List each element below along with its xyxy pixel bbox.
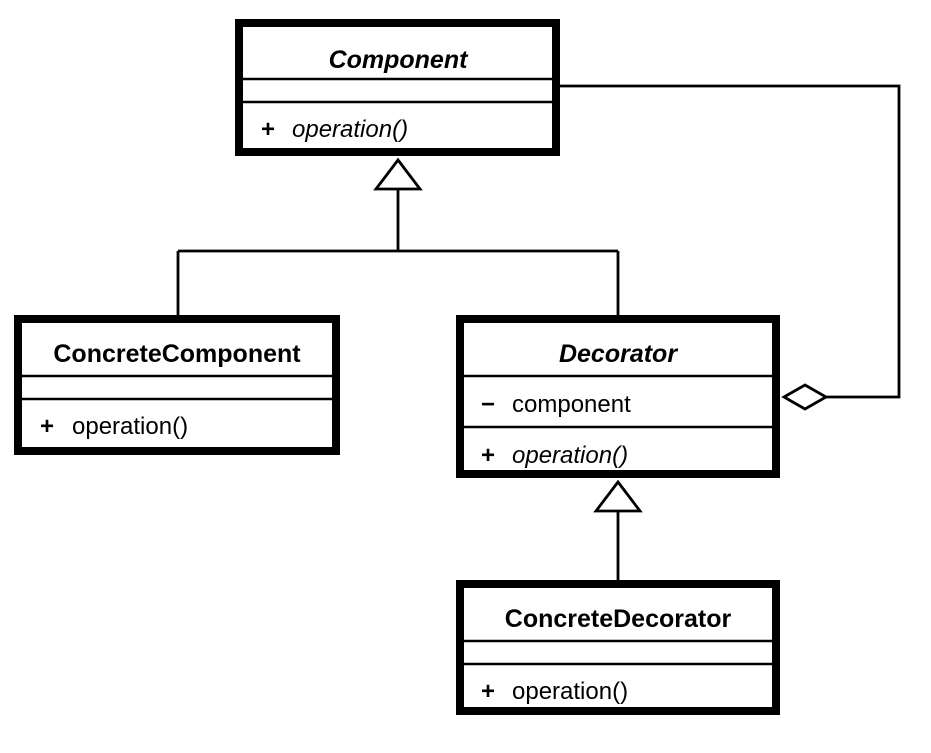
class-name-concretedecorator: ConcreteDecorator (505, 605, 732, 633)
class-name-decorator: Decorator (559, 340, 678, 368)
class-name-component: Component (329, 46, 470, 74)
class-box-concretecomponent-frame (14, 315, 340, 455)
method-visibility-decorator-operation: + (481, 442, 495, 469)
generalization-tree-to-component[interactable] (176, 157, 620, 315)
class-box-component-frame (235, 19, 560, 156)
class-box-component[interactable]: Component + operation() (235, 19, 560, 156)
generalization-concretedecorator-decorator[interactable] (593, 479, 643, 580)
method-name-concretedecorator-operation: operation() (512, 678, 628, 705)
method-visibility-concretedecorator-operation: + (481, 678, 495, 705)
class-box-concretedecorator-frame (456, 580, 780, 715)
method-visibility-component-operation: + (261, 116, 275, 143)
relationship-layer (176, 84, 901, 580)
hollow-diamond-icon (781, 383, 829, 411)
attribute-visibility-decorator-component: − (481, 391, 495, 418)
class-box-concretedecorator[interactable]: ConcreteDecorator + operation() (456, 580, 780, 715)
method-name-decorator-operation: operation() (512, 442, 628, 469)
method-name-concretecomponent-operation: operation() (72, 413, 188, 440)
hollow-triangle-icon-component (373, 157, 423, 191)
class-box-decorator[interactable]: Decorator − component + operation() (456, 315, 780, 478)
method-visibility-concretecomponent-operation: + (40, 413, 54, 440)
hollow-triangle-icon-decorator (593, 479, 643, 513)
class-name-concretecomponent: ConcreteComponent (53, 340, 301, 368)
aggregation-link-path (560, 84, 901, 399)
attribute-name-decorator-component: component (512, 391, 631, 418)
aggregation-decorator-component[interactable] (560, 84, 901, 411)
method-name-component-operation: operation() (292, 116, 408, 143)
class-box-concretecomponent[interactable]: ConcreteComponent + operation() (14, 315, 340, 455)
class-box-decorator-frame (456, 315, 780, 478)
